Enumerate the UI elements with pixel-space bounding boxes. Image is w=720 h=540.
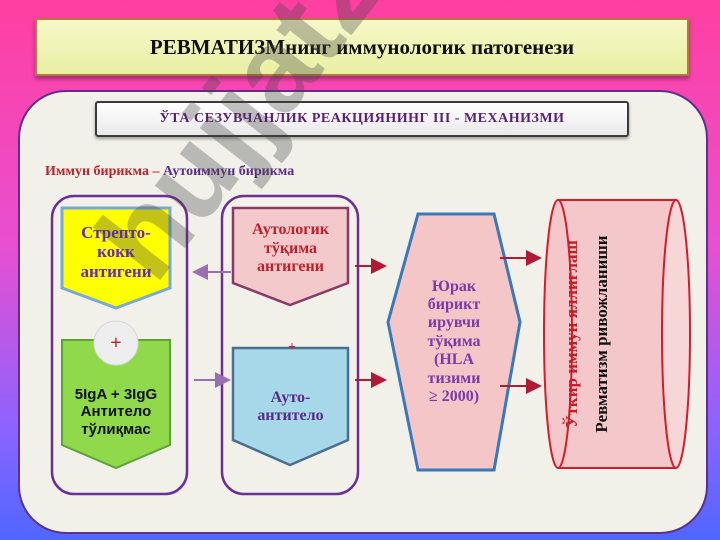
cylinder-line2: Ревматизм ривожланиши xyxy=(592,235,611,433)
plus-left-label: + xyxy=(110,331,122,354)
cylinder-body xyxy=(558,200,676,468)
caption-autoimmune-complex: Аутоиммун бирикма xyxy=(162,164,295,179)
autologous-antigen-label: Аутологик тўқима антигени xyxy=(252,221,329,276)
autoantibody-label: Ауто- антитело xyxy=(257,388,324,424)
antibody-left-label: 5IgA + 3IgG Антитело тўлиқмас xyxy=(74,386,158,438)
subtitle: ЎТА СЕЗУВЧАНЛИК РЕАКЦИЯНИНГ III - МЕХАНИ… xyxy=(159,111,565,126)
caption: Иммун бирикма – Аутоиммун бирикма xyxy=(45,164,294,180)
antibody-left-shape xyxy=(61,339,171,470)
cylinder-right-cap xyxy=(661,199,691,469)
plus-circle-left xyxy=(93,320,139,366)
heart-tissue-label: Юрак бирикт ирувчи тўқима (HLA тизими ≥ … xyxy=(427,277,481,405)
autologous-antigen-shape xyxy=(231,206,350,307)
left-group-bracket xyxy=(50,194,189,496)
heart-tissue-shape xyxy=(386,212,522,472)
title-banner: РЕВМАТИЗМнинг иммунологик патогенези xyxy=(35,18,689,76)
page-title: РЕВМАТИЗМнинг иммунологик патогенези xyxy=(149,34,575,59)
middle-group-bracket xyxy=(220,194,360,496)
strepto-antigen-label: Стрепто- кокк антигени xyxy=(80,222,152,281)
subtitle-banner: ЎТА СЕЗУВЧАНЛИК РЕАКЦИЯНИНГ III - МЕХАНИ… xyxy=(95,101,629,137)
caption-immune-complex: Иммун бирикма – xyxy=(45,164,163,179)
strepto-antigen-shape xyxy=(60,206,172,310)
plus-middle-label: + xyxy=(288,339,296,355)
cylinder-left-cap xyxy=(543,199,573,469)
cylinder-line1: Ўткир иммун яллиғлаш xyxy=(562,240,581,428)
autoantibody-shape xyxy=(231,346,350,467)
